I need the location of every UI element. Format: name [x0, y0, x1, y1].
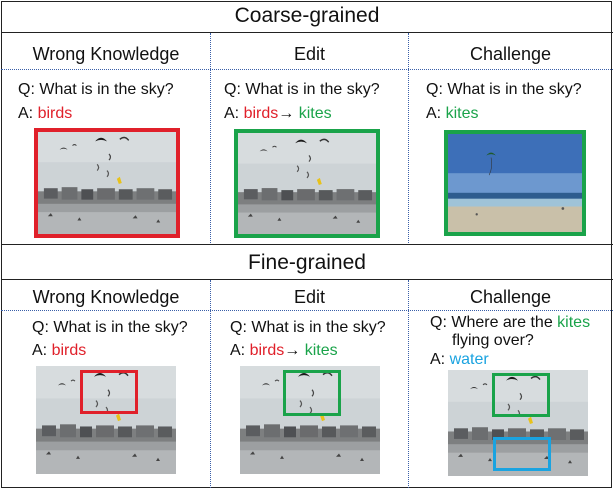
coarse-wrong-question: Q: What is in the sky? [18, 80, 174, 99]
coarse-edit-question: Q: What is in the sky? [224, 80, 380, 99]
coarse-edit-green-box [234, 129, 380, 238]
answer-kites: kites [299, 105, 332, 122]
coarse-head-edit: Edit [211, 44, 408, 65]
coarse-grained-title: Coarse-grained [0, 4, 614, 28]
coarse-wrong-red-box [34, 128, 180, 238]
coarse-challenge-answer: A: kites [426, 104, 478, 123]
fine-challenge-question-line2: flying over? [452, 331, 534, 350]
answer-kites: kites [305, 342, 338, 359]
coarse-challenge-green-box [444, 130, 586, 236]
coarse-header-divider [1, 69, 613, 70]
answer-water: water [450, 351, 489, 368]
answer-birds: birds [244, 105, 279, 122]
arrow-icon: → [278, 105, 298, 122]
fine-head-edit: Edit [211, 287, 408, 308]
answer-kites: kites [446, 105, 479, 122]
answer-birds: birds [52, 342, 87, 359]
section-divider [1, 244, 613, 245]
coarse-challenge-question: Q: What is in the sky? [426, 80, 582, 99]
fine-challenge-question-line1: Q: Where are the kites [430, 313, 590, 332]
fine-edit-green-box [283, 370, 341, 416]
fine-header-divider [1, 310, 613, 311]
fine-challenge-blue-box [493, 437, 551, 471]
coarse-head-challenge: Challenge [409, 44, 612, 65]
fine-wrong-red-box [80, 370, 138, 414]
fine-challenge-green-box [492, 373, 550, 417]
fine-title-divider [1, 279, 613, 280]
fine-wrong-answer: A: birds [32, 341, 86, 360]
fine-col-divider-2 [408, 280, 409, 488]
question-kites: kites [557, 314, 590, 331]
answer-birds: birds [250, 342, 285, 359]
coarse-title-divider [1, 32, 613, 33]
coarse-edit-answer: A: birds→ kites [224, 104, 332, 123]
fine-grained-title: Fine-grained [0, 251, 614, 275]
fine-head-wrong-knowledge: Wrong Knowledge [2, 287, 210, 308]
answer-birds: birds [38, 105, 73, 122]
fine-edit-question: Q: What is in the sky? [230, 318, 386, 337]
fine-challenge-answer: A: water [430, 350, 489, 369]
fine-head-challenge: Challenge [409, 287, 612, 308]
coarse-wrong-answer: A: birds [18, 104, 72, 123]
fine-wrong-question: Q: What is in the sky? [32, 318, 188, 337]
fine-col-divider-1 [210, 280, 211, 488]
arrow-icon: → [284, 342, 304, 359]
fine-edit-answer: A: birds→ kites [230, 341, 338, 360]
coarse-head-wrong-knowledge: Wrong Knowledge [2, 44, 210, 65]
